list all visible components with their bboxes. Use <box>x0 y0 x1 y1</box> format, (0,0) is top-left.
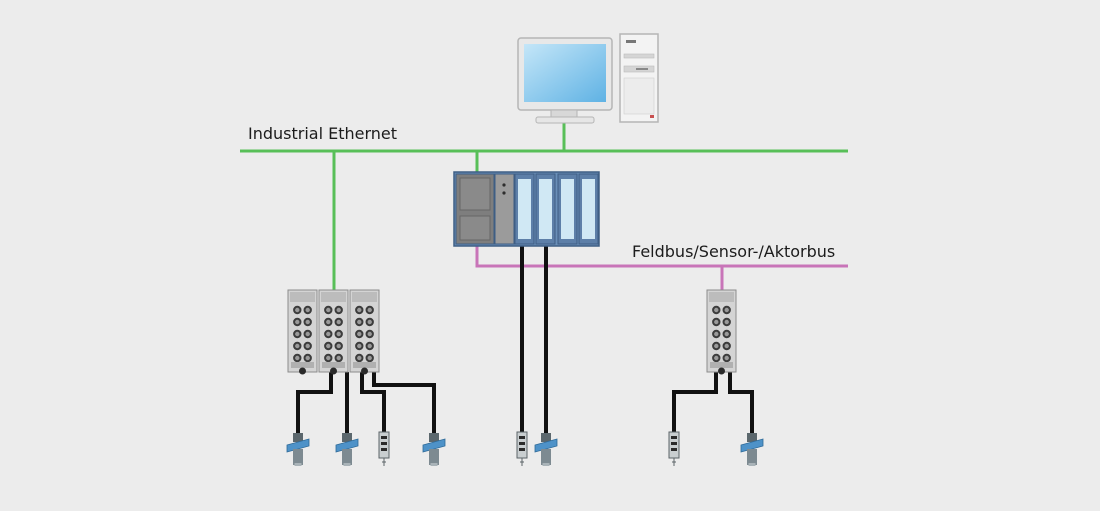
cable-sensor-1 <box>296 372 333 435</box>
io-block-3 <box>349 289 380 375</box>
fieldbus-label: Feldbus/Sensor-/Aktorbus <box>632 242 836 261</box>
fieldbus-line <box>475 246 848 290</box>
actuator-device-icon <box>378 431 390 466</box>
fieldbus-trunk <box>475 246 848 268</box>
cable-actuator-1 <box>360 372 386 432</box>
field-devices <box>286 431 764 466</box>
actuator-device-icon <box>668 431 680 466</box>
io-block-2 <box>318 289 349 375</box>
monitor-icon <box>517 37 613 124</box>
proximity-sensor-icon <box>534 433 558 466</box>
plc-io-slot-2 <box>535 173 556 245</box>
proximity-sensor-icon <box>335 433 359 466</box>
cable-sensor-5 <box>728 372 754 435</box>
plc-io-slot-4 <box>578 173 599 245</box>
io-module-icon <box>706 289 737 375</box>
io-block-4 <box>706 289 737 375</box>
pc-tower-icon <box>619 33 659 123</box>
device-cables <box>296 246 754 435</box>
cable-sensor-3 <box>372 372 436 435</box>
plc-io-slot-3 <box>557 173 578 245</box>
industrial-ethernet-bus <box>240 122 848 290</box>
proximity-sensor-icon <box>286 433 310 466</box>
plc-power-module <box>494 173 515 245</box>
actuator-device-icon <box>516 431 528 466</box>
io-module-icon <box>287 289 380 375</box>
industrial-ethernet-label: Industrial Ethernet <box>248 124 398 143</box>
proximity-sensor-icon <box>740 433 764 466</box>
plc-io-slot-1 <box>514 173 535 245</box>
proximity-sensor-icon <box>422 433 446 466</box>
plc-rack-icon <box>453 171 600 247</box>
io-block-1 <box>287 289 318 375</box>
cable-actuator-3 <box>672 372 718 432</box>
